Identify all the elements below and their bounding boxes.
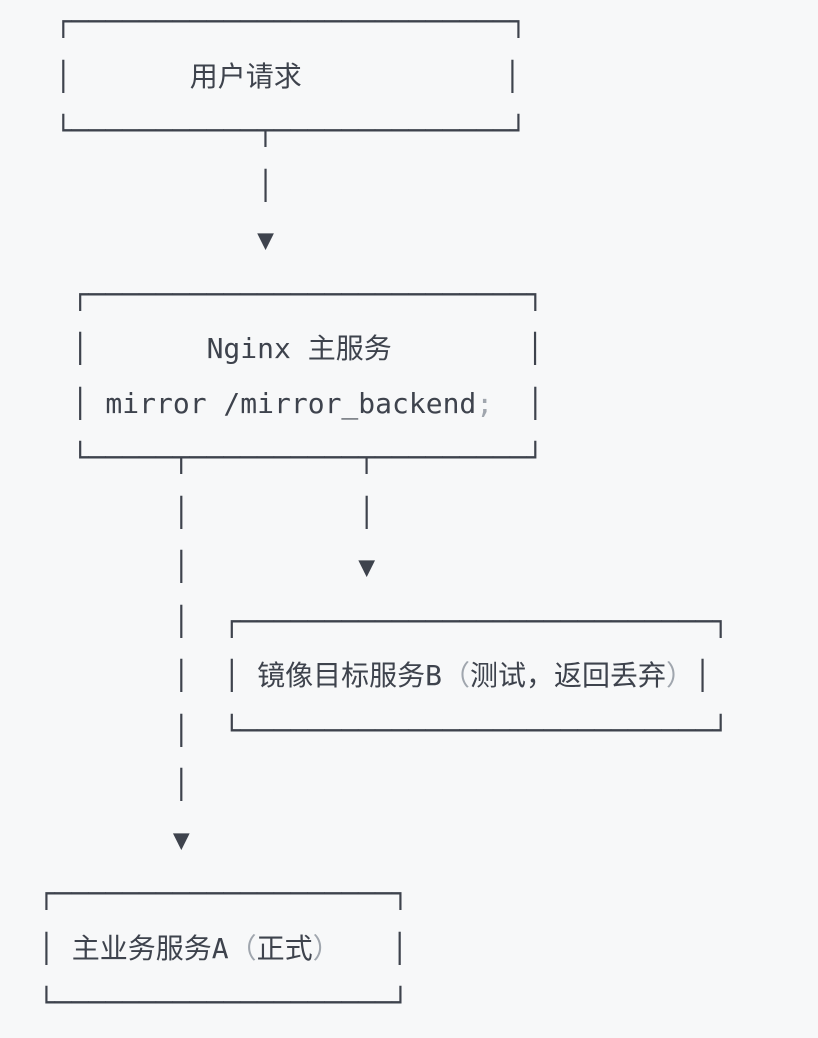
- diagram-segment: 正式: [256, 931, 313, 965]
- diagram-segment: ┌──────────────────────────┐: [38, 5, 527, 38]
- diagram-line: │ │: [38, 486, 818, 541]
- diagram-segment: └────────────────────┘: [38, 986, 409, 1019]
- diagram-line: └───────────┬──────────────┘: [38, 104, 818, 159]
- diagram-segment: │ mirror /mirror_backend: [38, 386, 477, 420]
- diagram-line: └─────┬──────────┬─────────┘: [38, 431, 818, 486]
- diagram-line: │ ▼: [38, 540, 818, 595]
- diagram-segment: └─────┬──────────┬─────────┘: [38, 441, 544, 474]
- diagram-line: │ 用户请求 │: [38, 50, 818, 105]
- diagram-line: │ ┌────────────────────────────┐: [38, 595, 818, 650]
- diagram-segment: 测试，返回丢弃: [470, 659, 667, 692]
- diagram-segment: │ │ 镜像目标服务B: [38, 659, 443, 692]
- diagram-segment: └───────────┬──────────────┘: [38, 114, 527, 147]
- diagram-segment: │: [38, 168, 275, 202]
- diagram-segment: （: [228, 931, 257, 965]
- diagram-segment: │ 主业务服务A: [38, 931, 229, 965]
- diagram-line: ┌────────────────────┐: [38, 867, 818, 922]
- diagram-line: └────────────────────┘: [38, 976, 818, 1031]
- diagram-segment: │ │: [38, 495, 376, 529]
- diagram-line: ▼: [38, 813, 818, 868]
- diagram-line: ┌──────────────────────────┐: [38, 0, 818, 50]
- diagram-segment: ▼: [38, 223, 275, 256]
- diagram-line: ▼: [38, 213, 818, 268]
- diagram-segment: ▼: [38, 822, 190, 856]
- diagram-segment: ;: [476, 386, 494, 420]
- diagram-segment: │ Nginx 主服务 │: [38, 332, 544, 365]
- diagram-segment: │ ┌────────────────────────────┐: [38, 604, 730, 638]
- diagram-segment: ）: [312, 931, 341, 965]
- diagram-segment: │ 用户请求 │: [38, 59, 521, 93]
- diagram-segment: │: [340, 931, 409, 965]
- diagram-segment: │: [38, 768, 190, 801]
- diagram-segment: │ ▼: [38, 550, 376, 583]
- diagram-line: │: [38, 758, 818, 813]
- diagram-line: │ 主业务服务A（正式） │: [38, 922, 818, 977]
- diagram-segment: ┌────────────────────┐: [38, 877, 409, 910]
- diagram-line: │ mirror /mirror_backend; │: [38, 377, 818, 432]
- diagram-segment: ）: [666, 659, 695, 692]
- diagram-segment: （: [442, 659, 471, 692]
- diagram-segment: ┌──────────────────────────┐: [38, 277, 544, 311]
- diagram-line: │ │ 镜像目标服务B（测试，返回丢弃）│: [38, 649, 818, 704]
- diagram-line: ┌──────────────────────────┐: [38, 268, 818, 323]
- diagram-segment: │ └────────────────────────────┘: [38, 713, 730, 747]
- diagram-segment: │: [694, 659, 711, 692]
- diagram-line: │ └────────────────────────────┘: [38, 704, 818, 759]
- diagram-line: │: [38, 159, 818, 214]
- diagram-segment: │: [493, 386, 544, 420]
- diagram-line: │ Nginx 主服务 │: [38, 322, 818, 377]
